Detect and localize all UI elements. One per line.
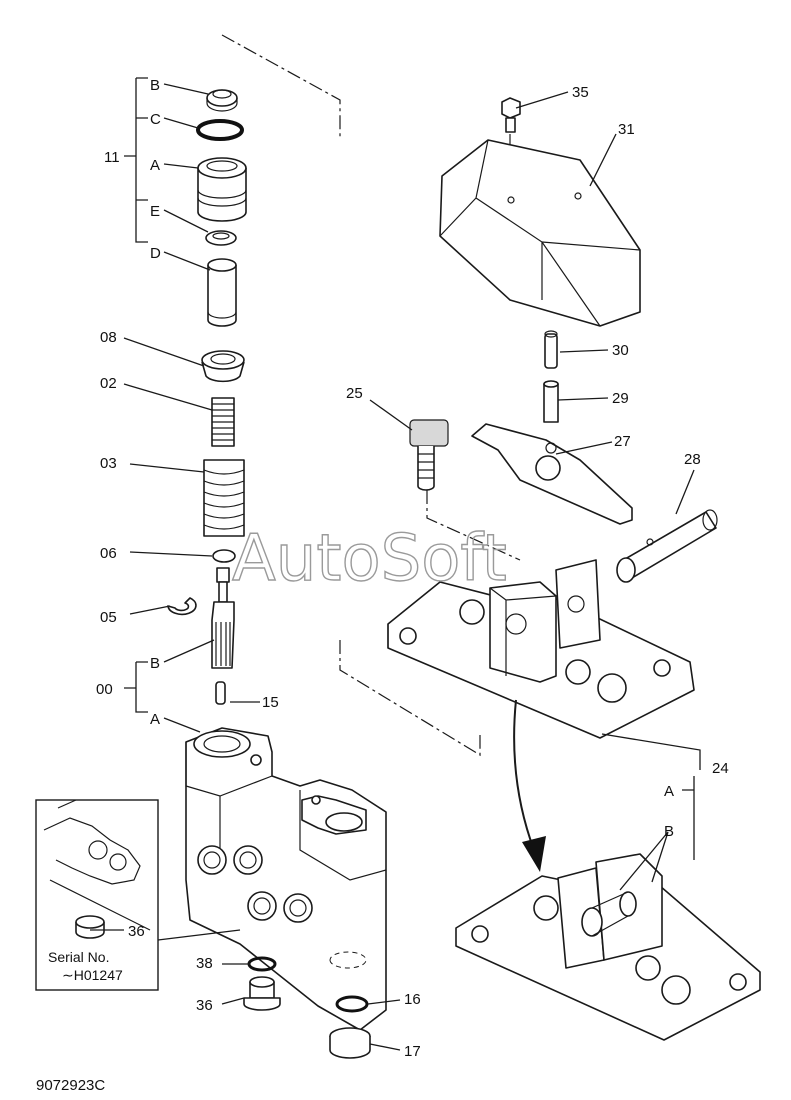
label-25: 25 bbox=[346, 385, 363, 402]
part-05-clip bbox=[167, 597, 197, 616]
label-08: 08 bbox=[100, 329, 117, 346]
part-28-pivot-pin bbox=[616, 509, 718, 583]
label-sub-a2: A bbox=[150, 711, 160, 728]
label-sub-b1: B bbox=[150, 77, 160, 94]
part-17-plug bbox=[329, 1027, 371, 1059]
part-16-o-ring bbox=[335, 995, 369, 1013]
valve-body bbox=[185, 727, 387, 1031]
label-sub-c: C bbox=[150, 111, 161, 128]
label-17: 17 bbox=[404, 1043, 421, 1060]
label-05: 05 bbox=[100, 609, 117, 626]
part-11c-o-ring bbox=[196, 119, 244, 141]
leader-lines bbox=[90, 77, 701, 1051]
part-24-bracket bbox=[387, 559, 695, 739]
part-11b-ring bbox=[206, 89, 238, 112]
label-sub-e: E bbox=[150, 203, 160, 220]
label-28: 28 bbox=[684, 451, 701, 468]
label-sub-d: D bbox=[150, 245, 161, 262]
watermark-text: AutoSoft bbox=[232, 522, 507, 596]
label-27: 27 bbox=[614, 433, 631, 450]
part-29-sleeve bbox=[543, 380, 559, 423]
part-labels: B C 11 A E D 08 02 03 06 05 B 00 A 15 35… bbox=[36, 77, 729, 1094]
assembly-arrow bbox=[513, 699, 546, 872]
part-27-lever bbox=[471, 423, 633, 525]
part-11a-bushing bbox=[197, 157, 247, 222]
label-06: 06 bbox=[100, 545, 117, 562]
part-08-seal bbox=[201, 350, 245, 383]
label-38: 38 bbox=[196, 955, 213, 972]
label-02: 02 bbox=[100, 375, 117, 392]
part-15-pin bbox=[215, 681, 226, 705]
label-29: 29 bbox=[612, 390, 629, 407]
label-36: 36 bbox=[196, 997, 213, 1014]
drawing-number: 9072923C bbox=[36, 1077, 105, 1094]
part-03-outer-spring bbox=[203, 459, 245, 537]
part-06-washer bbox=[212, 549, 236, 563]
label-30: 30 bbox=[612, 342, 629, 359]
part-31-cover bbox=[439, 139, 641, 327]
reference-lines bbox=[221, 34, 521, 757]
label-sub-a1: A bbox=[150, 157, 160, 174]
label-view-b: B bbox=[664, 823, 674, 840]
serial-label: Serial No. bbox=[48, 949, 109, 965]
part-02-inner-spring bbox=[211, 397, 235, 447]
label-15: 15 bbox=[262, 694, 279, 711]
part-36-plug-lower bbox=[243, 976, 281, 1011]
label-11: 11 bbox=[104, 149, 120, 166]
label-35: 35 bbox=[572, 84, 589, 101]
label-24: 24 bbox=[712, 760, 729, 777]
label-view-a: A bbox=[664, 783, 674, 800]
serial-value: ∼H01247 bbox=[62, 967, 123, 983]
label-36-inset: 36 bbox=[128, 923, 145, 940]
part-25-socket-bolt bbox=[409, 419, 449, 491]
label-16: 16 bbox=[404, 991, 421, 1008]
bracket-view-a bbox=[455, 853, 761, 1041]
label-31: 31 bbox=[618, 121, 635, 138]
part-30-pin bbox=[544, 330, 558, 369]
label-03: 03 bbox=[100, 455, 117, 472]
part-11e-ring bbox=[205, 230, 237, 246]
label-00: 00 bbox=[96, 681, 113, 698]
label-sub-b2: B bbox=[150, 655, 160, 672]
part-11d-pin bbox=[207, 258, 237, 327]
part-00b-spool bbox=[211, 567, 235, 669]
